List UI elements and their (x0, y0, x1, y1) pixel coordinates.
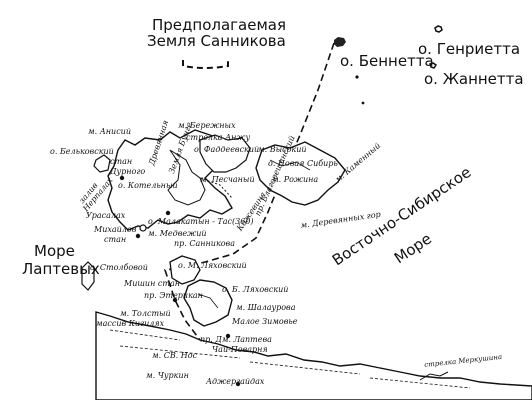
stolbovoy-label: о. Столбовой (90, 263, 148, 272)
belkovsky-island (93, 154, 111, 173)
kotelny-label: о. Котельный (118, 181, 178, 190)
m-tolsty-label: м. Толстый (120, 309, 171, 318)
pr-eterikan-label: пр. Этерикан (144, 291, 203, 300)
novaya-sibir-shore (269, 159, 311, 171)
mishin-stan-label: Мишин стан (124, 279, 180, 288)
m-lyakhovsky-label: о. М. Ляховский (178, 261, 247, 270)
sannikov-land-outline (182, 60, 229, 69)
medvezhy-label: м. Медвежий (148, 229, 207, 238)
bunge-land (199, 177, 233, 199)
coastal-spit (419, 371, 449, 381)
stan-dot (225, 333, 231, 339)
stan-dot (135, 233, 141, 239)
b-lyakhovsky-label: о. Б. Ляховский (222, 285, 289, 294)
cape-anisy-label: м. Анисий (88, 127, 131, 136)
urasalakh-label: Урасалах (86, 211, 126, 220)
faddeevsky-label: о. Фаддеевский (194, 145, 260, 154)
m-shalaurova-label: м. Шалаурова (236, 303, 296, 312)
stan-label-2: Дурного (110, 167, 146, 176)
stolbovoy-island (81, 261, 95, 291)
b-lyakhovsky-inner (197, 293, 219, 309)
cape-berezhnykh-label: м. Бережных (178, 121, 236, 130)
mikhailov-stan-label: Михайлов (94, 225, 137, 234)
maloe-zimovie-label: Малое Зимовье (232, 317, 298, 326)
chai-povarnya-label: Чай-Поварня (212, 345, 268, 354)
peschany-label: м. Песчаный (200, 175, 255, 184)
stan-label-1: стан (110, 157, 133, 166)
stan-dot (165, 210, 171, 216)
bennett-label: о. Беннетта (340, 52, 434, 70)
sv-nos-label: м. СВ. Нос (152, 351, 198, 360)
bennett-island (334, 37, 346, 47)
henrietta-label: о. Генриетта (418, 40, 521, 58)
m-lyakhovsky-island (169, 255, 201, 285)
anjou-strait-label: стрелка Анжу (186, 133, 251, 142)
malakatyn-tas-label: о. Малакатын - Тас(360) (148, 217, 254, 226)
sannikov-land-label-2: Земля Санникова (147, 32, 286, 50)
stan-dot (119, 175, 125, 181)
stan-dot (235, 381, 241, 387)
malakatyn-tas-islet (139, 224, 147, 232)
kigilyakh-label: массив Кигилях (96, 319, 165, 328)
mainland-hatch (109, 329, 471, 389)
pr-dm-lapteva-label: пр. Дм. Лаптева (200, 335, 272, 344)
vysoky-label: м. Высокий (258, 145, 307, 154)
adzhergaydakh-label: Аджергайдах (206, 377, 265, 386)
novaya-sibir-label: о. Новая Сибирь (268, 159, 338, 168)
pr-sannikova-label: пр. Санникова (174, 239, 235, 248)
belkovsky-label: о. Бельковский (50, 147, 114, 156)
novaya-sibir-island (255, 141, 346, 206)
jeannette-island (429, 62, 438, 69)
kotelny-inner (167, 149, 206, 206)
islet (361, 101, 365, 105)
b-lyakhovsky-island (183, 279, 233, 327)
faddeevsky-island (199, 134, 251, 173)
islet (355, 75, 359, 79)
laptev-sea-label-2: Лаптевых (22, 260, 100, 278)
churkin-label: м. Чуркин (146, 371, 189, 380)
mikhailov-stan-label-2: стан (104, 235, 127, 244)
stan-dot (172, 297, 178, 303)
sannikov-land-label: Предполагаемая (152, 16, 286, 34)
laptev-sea-label-1: Море (34, 242, 75, 260)
henrietta-island (434, 25, 443, 33)
rozhina-label: м. Рожина (272, 175, 319, 184)
jeannette-label: о. Жаннетта (424, 70, 524, 88)
